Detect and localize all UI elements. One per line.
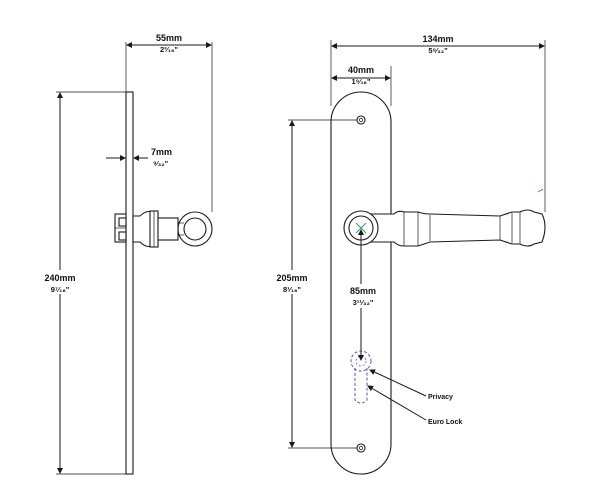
front-screw-bottom	[356, 443, 366, 453]
front-lever	[369, 209, 546, 247]
dim-85-mm: 85mm	[350, 286, 376, 296]
dim-40-inch: 1⁹⁄₁₆"	[351, 77, 370, 86]
callout-privacy: Privacy	[428, 394, 453, 401]
side-view: 55mm 2³⁄₁₆" 7mm ⁹⁄₃₂" 240mm 9⁷⁄₁₆"	[40, 33, 213, 475]
dim-134-mm: 134mm	[422, 34, 453, 44]
side-screw-bottom	[118, 231, 127, 241]
callout-euro-lock: Euro Lock	[428, 419, 462, 426]
dim-205-mm: 205mm	[276, 273, 307, 283]
dim-240-mm: 240mm	[44, 273, 75, 283]
front-screw-top	[356, 115, 366, 125]
side-lever-shaft	[157, 217, 179, 241]
dim-205-inch: 8¹⁄₁₆"	[283, 285, 301, 294]
dim-55-mm: 55mm	[156, 33, 182, 43]
side-backplate	[125, 91, 134, 475]
side-screw-top	[118, 217, 127, 227]
dim-240-inch: 9⁷⁄₁₆"	[51, 285, 70, 294]
leader-privacy	[369, 369, 427, 397]
dim-134-inch: 5⁹⁄₃₂"	[428, 46, 448, 55]
dim-7-inch: ⁹⁄₃₂"	[153, 159, 169, 168]
leader-euro-lock	[367, 385, 427, 421]
dim-40-mm: 40mm	[348, 65, 374, 75]
side-lever-end-inner	[183, 217, 207, 241]
dim-7-mm: 7mm	[151, 147, 172, 157]
dim-55-inch: 2³⁄₁₆"	[160, 45, 178, 54]
dim-85-inch: 3¹¹⁄₃₂"	[353, 298, 374, 307]
front-view: 85mm 3¹¹⁄₃₂" 40mm 1⁹⁄₁₆" 134mm 5⁹⁄₃₂" 20…	[272, 34, 546, 475]
